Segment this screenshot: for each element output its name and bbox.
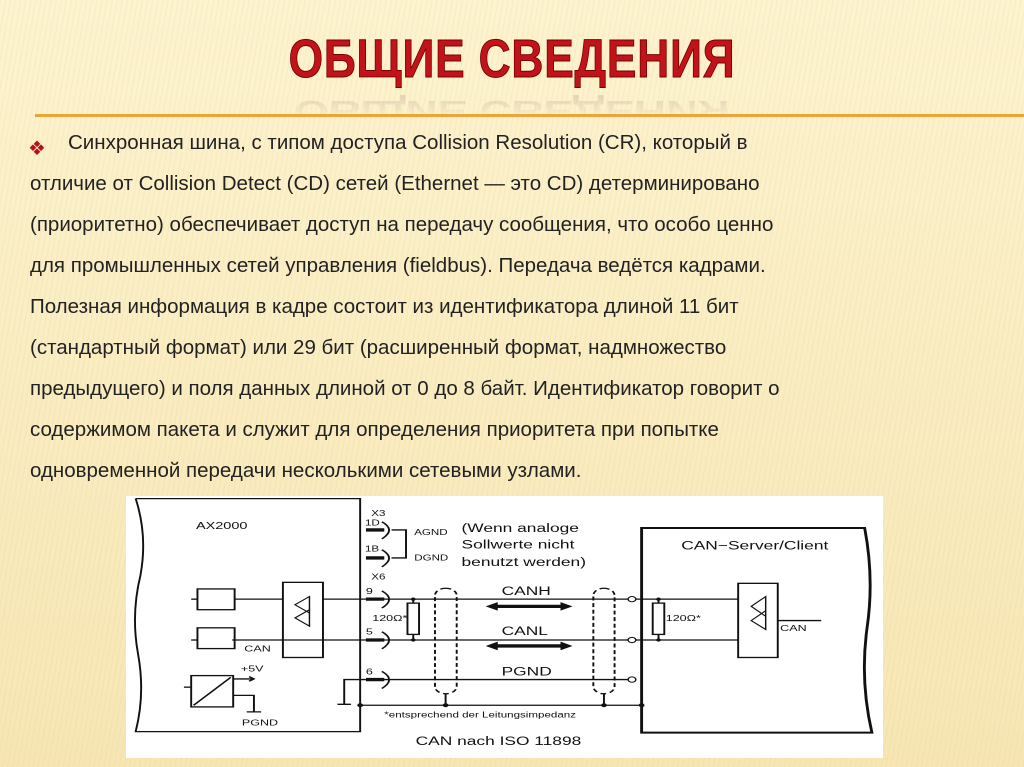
canl-label: CANL: [502, 626, 548, 639]
body-line: одновременной передачи несколькими сетев…: [30, 459, 582, 482]
pgnd-line-label: PGND: [502, 666, 552, 679]
note-line: benutzt werden): [462, 556, 587, 569]
resistor-left-label: 120Ω*: [372, 614, 408, 624]
left-device-label: AX2000: [196, 520, 248, 531]
x6-label: X6: [371, 573, 386, 582]
slide-title: ОБЩИЕ СВЕДЕНИЯ: [288, 29, 736, 90]
pin-1d-label: 1D: [365, 519, 380, 528]
slide-title-reflection: ОБЩИЕ СВЕДЕНИЯ: [294, 94, 730, 128]
note-line: Sollwerte nicht: [462, 539, 576, 552]
pin-canh-label: 9: [366, 587, 373, 597]
diamond-bullet-icon: ❖: [28, 138, 46, 160]
can-wiring-svg: AX2000 X3 1D 1B AGND DGND (Wenn analoge …: [134, 497, 874, 748]
right-device-label: CAN−Server/Client: [681, 540, 829, 553]
diagram-caption: CAN nach ISO 11898: [416, 735, 582, 748]
body-line: (стандартный формат) или 29 бит (расшире…: [30, 336, 727, 359]
footnote: *entsprechend der Leitungsimpedanz: [384, 711, 576, 720]
pin-pgnd-label: 6: [366, 667, 373, 677]
x3-label: X3: [371, 509, 386, 518]
agnd-label: AGND: [414, 529, 447, 538]
body-line: содержимом пакета и служит для определен…: [30, 418, 719, 441]
body-line: предыдущего) и поля данных длиной от 0 д…: [30, 377, 780, 400]
can-right-label: CAN: [780, 624, 806, 634]
body-line: отличие от Collision Detect (CD) сетей (…: [30, 172, 760, 195]
title-divider: [35, 114, 1024, 117]
body-line: (приоритетно) обеспечивает доступ на пер…: [30, 213, 774, 236]
body-line: для промышленных сетей управления (field…: [30, 254, 766, 277]
left-device-box: [134, 497, 362, 733]
bus-arrows: [485, 602, 573, 651]
can-left-label: CAN: [244, 644, 270, 654]
plus5v-label: +5V: [241, 664, 265, 674]
canh-label: CANH: [502, 585, 551, 598]
body-line: Полезная информация в кадре состоит из и…: [30, 295, 739, 318]
resistor-right-label: 120Ω*: [666, 614, 702, 624]
pgnd-left-label: PGND: [242, 719, 279, 729]
note-line: (Wenn analoge: [462, 523, 579, 536]
dgnd-label: DGND: [414, 554, 448, 563]
body-line: Синхронная шина, с типом доступа Collisi…: [68, 131, 748, 154]
pin-1b-label: 1B: [365, 545, 380, 554]
can-wiring-diagram: AX2000 X3 1D 1B AGND DGND (Wenn analoge …: [126, 496, 883, 758]
right-device-box: [640, 526, 874, 734]
pin-canl-label: 5: [366, 627, 373, 637]
